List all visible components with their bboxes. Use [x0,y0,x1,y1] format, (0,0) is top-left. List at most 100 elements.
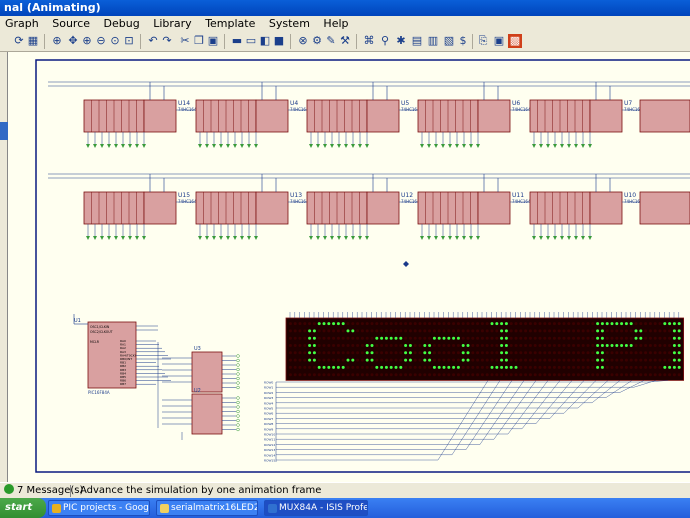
led [303,336,307,340]
led [610,373,614,377]
led [308,329,312,333]
property-tool-icon[interactable]: ✱ [396,34,406,47]
led [663,365,667,369]
led [389,351,393,355]
sheet-border [35,59,690,473]
led [480,344,484,347]
led [476,358,480,362]
block-move-icon[interactable]: ▭ [245,34,257,47]
led [341,365,345,369]
led [629,344,633,347]
led [615,351,619,355]
menu-template[interactable]: Template [205,17,256,30]
led [466,373,470,377]
mcu-pin-right: RA3 [120,350,126,354]
menu-debug[interactable]: Debug [103,17,140,30]
menu-system[interactable]: System [268,17,310,30]
row-label: ROW15 [264,459,275,463]
make-device-icon[interactable]: ⚙ [312,34,322,47]
chip-label: U11 [512,192,524,199]
copy-icon[interactable]: ❐ [194,34,204,47]
ares-icon[interactable]: ▣ [493,34,505,47]
row-label: ROW1 [264,386,273,390]
led [677,351,681,355]
menu-source[interactable]: Source [52,17,91,30]
zoom-in-icon[interactable]: ⊕ [82,34,92,47]
led [346,322,350,326]
led [605,322,609,326]
led [471,329,475,333]
led [360,351,364,355]
block-copy-icon[interactable]: ▬ [231,34,243,47]
delete-sheet-icon[interactable]: ▥ [427,34,439,47]
led [610,336,614,340]
pcb-icon[interactable]: ▩ [508,34,522,48]
led [519,336,523,340]
led [322,358,326,362]
led [303,322,307,326]
led [576,373,580,377]
led [370,336,374,340]
task-isis[interactable]: MUX84A - ISIS Profes... [264,500,368,516]
pick-device-icon[interactable]: ⊗ [298,34,308,47]
led [298,322,302,326]
led [370,344,374,347]
led [356,322,360,326]
cut-icon[interactable]: ✂ [180,34,190,47]
task-google[interactable]: PIC projects - Google... [48,500,150,516]
led [351,336,355,340]
led [442,365,446,369]
goto-sheet-icon[interactable]: ▧ [443,34,455,47]
led [500,336,504,340]
led [639,373,643,377]
led [514,365,518,369]
led [567,351,571,355]
block-delete-icon[interactable]: ■ [273,34,285,47]
led [538,373,542,377]
grid-icon[interactable]: ▦ [27,34,39,47]
led [380,322,384,326]
led [375,351,379,355]
led [418,329,422,333]
led [509,329,513,333]
led [432,365,436,369]
pan-icon[interactable]: ✥ [68,34,78,47]
message-count[interactable]: 7 Message(s) [4,483,83,498]
new-sheet-icon[interactable]: ▤ [411,34,423,47]
led [572,365,576,369]
led [509,322,513,326]
led [596,351,600,355]
zoom-area-icon[interactable]: ⊡ [124,34,134,47]
menu-library[interactable]: Library [153,17,192,30]
decompose-icon[interactable]: ⚒ [340,34,350,47]
paste-icon[interactable]: ▣ [207,34,219,47]
package-icon[interactable]: ✎ [326,34,336,47]
bill-icon[interactable]: $ [459,34,467,47]
led [663,336,667,340]
undo-icon[interactable]: ↶ [148,34,158,47]
zoom-out-icon[interactable]: ⊖ [96,34,106,47]
origin-icon[interactable]: ⊕ [52,34,62,47]
block-rotate-icon[interactable]: ◧ [259,34,271,47]
refresh-icon[interactable]: ⟳ [14,34,24,47]
wire-autoroute-icon[interactable]: ⌘ [363,34,375,47]
redo-icon[interactable]: ↷ [162,34,172,47]
netlist-icon[interactable]: ⎘ [478,34,488,47]
led [663,329,667,333]
led [317,365,321,369]
led [394,329,398,333]
chip-type: 74HC164 [512,107,531,112]
led [346,373,350,377]
search-tag-icon[interactable]: ⚲ [380,34,390,47]
led [586,351,590,355]
start-button[interactable]: start [0,498,46,518]
led [432,329,436,333]
menu-help[interactable]: Help [323,17,349,30]
task-serialmatrix[interactable]: serialmatrix16LED2 [156,500,258,516]
menu-graph[interactable]: Graph [5,17,39,30]
chip-label: U10 [624,192,636,199]
led [447,322,451,326]
zoom-all-icon[interactable]: ⊙ [110,34,120,47]
led [533,365,537,369]
